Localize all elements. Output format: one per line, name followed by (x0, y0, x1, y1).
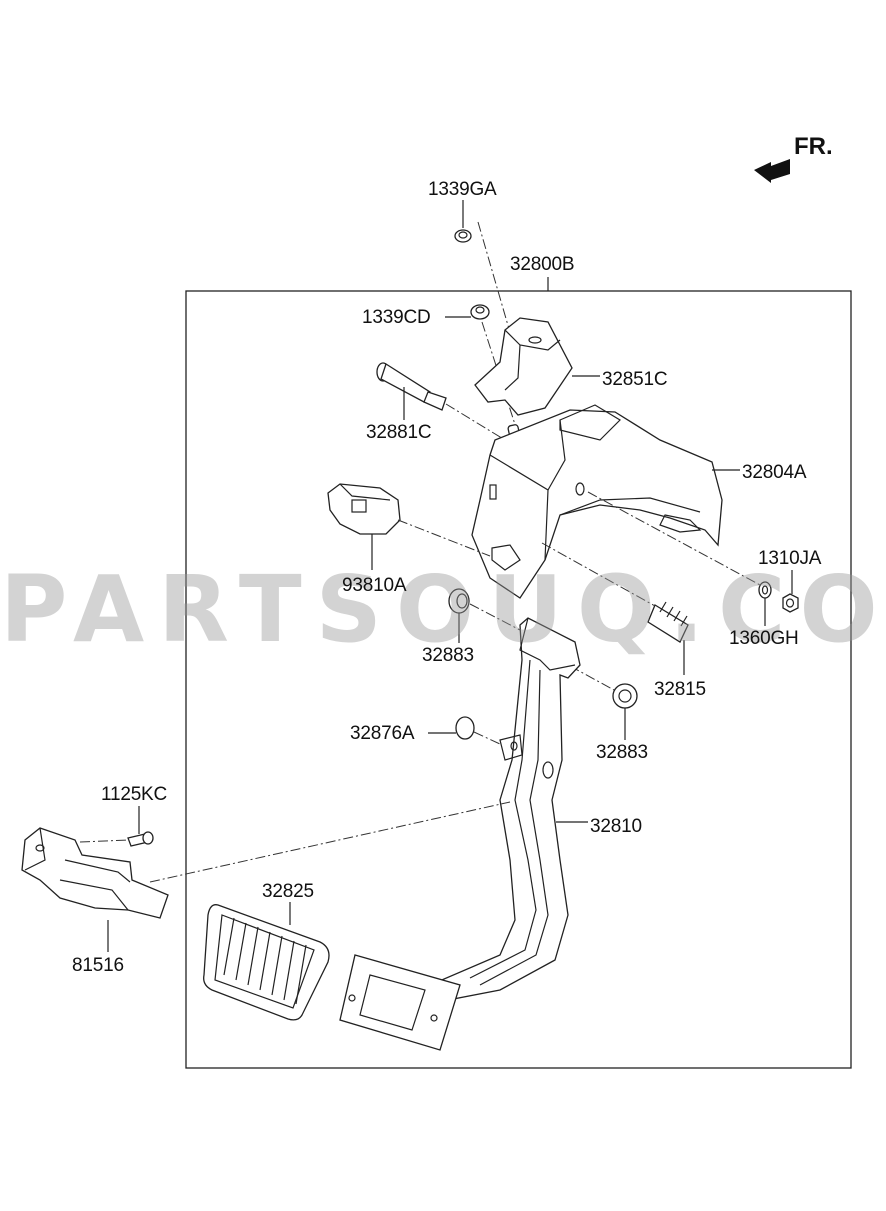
part-label-32883-upper[interactable]: 32883 (422, 645, 474, 666)
axis-line-upper (587, 491, 761, 586)
pedal-arm-32810 (428, 617, 588, 1001)
nut-1310ja (782, 570, 799, 613)
spring-32815 (541, 542, 689, 675)
switch-93810a (327, 483, 491, 570)
part-label-32815[interactable]: 32815 (654, 679, 706, 700)
bushing-32883-lower (569, 665, 638, 740)
bushing-32883-upper (448, 588, 521, 643)
part-label-81516[interactable]: 81516 (72, 955, 124, 976)
nut-1339ga (454, 200, 519, 361)
part-label-32883-lower[interactable]: 32883 (596, 742, 648, 763)
bolt-32881c (376, 362, 506, 441)
stopper-32876a (428, 716, 501, 745)
part-label-32876a[interactable]: 32876A (350, 723, 415, 744)
part-label-32881c[interactable]: 32881C (366, 422, 432, 443)
washer-1360gh (758, 581, 772, 626)
part-label-32804a[interactable]: 32804A (742, 462, 807, 483)
part-label-1310ja[interactable]: 1310JA (758, 548, 822, 569)
bracket-32804a (471, 404, 740, 599)
bracket-32851c (474, 317, 600, 416)
part-label-32825[interactable]: 32825 (262, 881, 314, 902)
part-label-1125kc[interactable]: 1125KC (101, 784, 168, 805)
pedal-pad-32825 (203, 902, 330, 1021)
part-label-1360gh[interactable]: 1360GH (729, 628, 799, 649)
assembly-label-32800b[interactable]: 32800B (510, 254, 575, 275)
assembly-frame (185, 290, 852, 1069)
part-label-32851c[interactable]: 32851C (602, 369, 668, 390)
part-label-1339ga[interactable]: 1339GA (428, 179, 497, 200)
front-arrow-icon (754, 159, 790, 183)
bolt-1125kc (79, 806, 154, 847)
part-label-32810[interactable]: 32810 (590, 816, 642, 837)
part-label-1339cd[interactable]: 1339CD (362, 307, 431, 328)
front-direction-label: FR. (794, 133, 833, 160)
pedal-plate (339, 954, 461, 1051)
part-label-93810a[interactable]: 93810A (342, 575, 407, 596)
bracket-81516 (21, 801, 511, 952)
